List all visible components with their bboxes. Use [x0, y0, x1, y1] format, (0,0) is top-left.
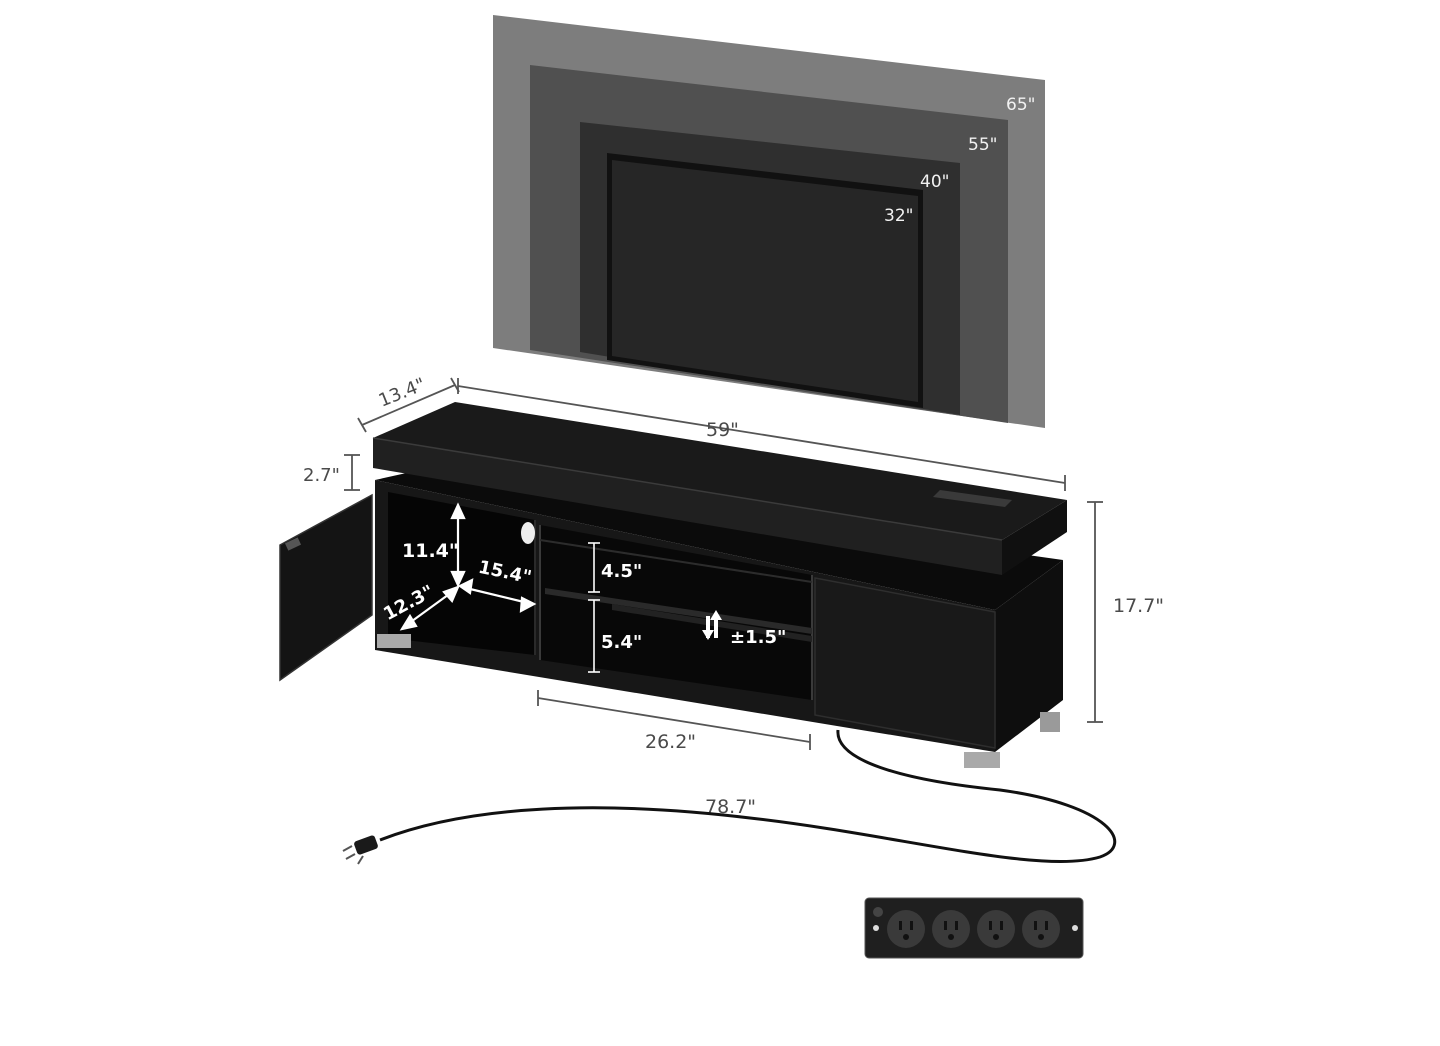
- foot-front-right: [964, 752, 1000, 768]
- tv-label-55: 55": [968, 135, 997, 155]
- tabletop-front: [373, 438, 1002, 575]
- dim-cabinet-height: 11.4": [402, 540, 459, 562]
- shelf-upper: [545, 588, 812, 634]
- dim-cord-length: 78.7": [705, 796, 756, 818]
- outlet-3: [977, 910, 1015, 948]
- foot-front-left: [377, 634, 411, 648]
- outlet-2: [932, 910, 970, 948]
- left-open-door: [279, 493, 373, 682]
- shelf-lower: [612, 604, 812, 642]
- tv-32-screen: [612, 160, 918, 402]
- inner-dimension-arrows: [399, 502, 600, 673]
- tv-stand: [279, 402, 1067, 768]
- tv-label-65: 65": [1006, 95, 1035, 115]
- tv-label-32: 32": [884, 206, 913, 226]
- right-door: [814, 577, 996, 749]
- stand-body-top: [375, 470, 1063, 610]
- tv-label-40: 40": [920, 172, 949, 192]
- outlet-4: [1022, 910, 1060, 948]
- door-hinge: [284, 537, 302, 551]
- power-strip-icon: [864, 897, 1084, 959]
- dim-shelf-adjust: ±1.5": [730, 627, 786, 648]
- foot-back-right: [1040, 712, 1060, 732]
- dim-open-width: 26.2": [645, 731, 696, 753]
- adjust-arrows-icon: [702, 610, 722, 640]
- tv-size-comparison: 65" 55" 40" 32": [493, 15, 1045, 428]
- stand-body-side: [995, 560, 1063, 752]
- dimension-lines: [344, 377, 1103, 750]
- tabletop-side: [1002, 500, 1067, 575]
- cable-hole: [521, 522, 535, 544]
- power-plug-icon: [342, 835, 378, 865]
- dim-width: 59": [706, 419, 739, 441]
- dim-shelf-upper: 4.5": [601, 561, 642, 582]
- dim-height: 17.7": [1113, 595, 1164, 617]
- tabletop-top: [373, 402, 1067, 540]
- dim-depth: 13.4": [376, 374, 429, 412]
- outlet-1: [887, 910, 925, 948]
- dim-shelf-lower: 5.4": [601, 632, 642, 653]
- top-power-slot: [933, 490, 1012, 507]
- dim-top-thickness: 2.7": [303, 465, 340, 486]
- power-cord: [379, 729, 1117, 864]
